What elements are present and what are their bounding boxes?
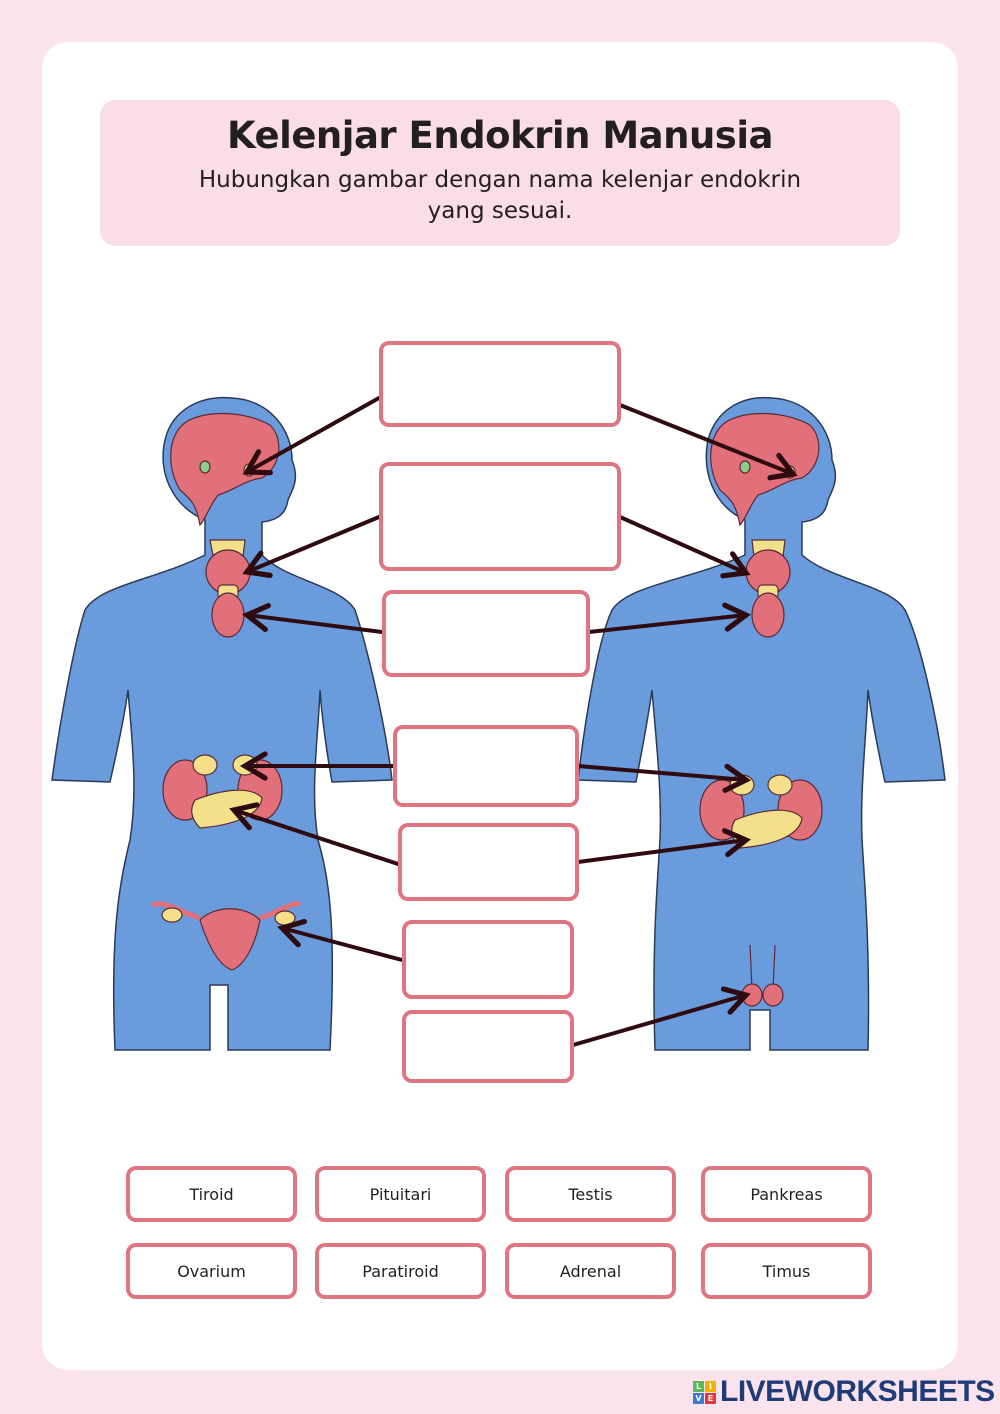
brain xyxy=(170,412,280,527)
arrow xyxy=(571,986,751,1047)
answer-box-5[interactable] xyxy=(398,823,579,901)
arrow xyxy=(241,602,384,634)
answer-box-7[interactable] xyxy=(402,1010,574,1083)
word-chip-testis[interactable]: Testis xyxy=(505,1166,676,1222)
uterus xyxy=(199,908,261,971)
word-chip-paratiroid[interactable]: Paratiroid xyxy=(315,1243,486,1299)
arrow xyxy=(242,396,381,476)
arrow xyxy=(618,515,751,579)
word-chip-tiroid[interactable]: Tiroid xyxy=(126,1166,297,1222)
instruction-text: Hubungkan gambar dengan nama kelenjar en… xyxy=(198,167,802,224)
arrows xyxy=(229,396,798,1047)
logo-icon: L I V E xyxy=(693,1380,716,1404)
word-chip-pituitari[interactable]: Pituitari xyxy=(315,1166,486,1222)
arrow xyxy=(618,403,798,481)
logo-letter: E xyxy=(705,1392,716,1404)
male-organs xyxy=(699,412,823,1007)
word-chip-timus[interactable]: Timus xyxy=(701,1243,872,1299)
logo-letter: I xyxy=(705,1380,716,1392)
arrow xyxy=(242,515,381,578)
logo-text: LIVEWORKSHEETS xyxy=(720,1375,995,1408)
answer-box-3[interactable] xyxy=(382,590,590,677)
arrow xyxy=(576,763,752,793)
thymus xyxy=(211,592,245,638)
page-title: Kelenjar Endokrin Manusia xyxy=(227,114,773,157)
male-body xyxy=(577,396,946,1051)
word-chip-adrenal[interactable]: Adrenal xyxy=(505,1243,676,1299)
answer-box-4[interactable] xyxy=(393,725,579,807)
word-chip-ovarium[interactable]: Ovarium xyxy=(126,1243,297,1299)
word-chip-pankreas[interactable]: Pankreas xyxy=(701,1166,872,1222)
liveworksheets-logo: L I V E LIVEWORKSHEETS xyxy=(693,1375,995,1409)
arrow xyxy=(587,602,752,634)
logo-letter: L xyxy=(693,1380,704,1392)
arrow xyxy=(277,918,404,962)
answer-box-1[interactable] xyxy=(379,341,621,427)
answer-box-2[interactable] xyxy=(379,462,621,571)
answer-box-6[interactable] xyxy=(402,920,574,999)
arrow xyxy=(229,802,400,866)
logo-letter: V xyxy=(693,1392,704,1404)
female-organs xyxy=(151,412,302,971)
header-panel: Kelenjar Endokrin Manusia Hubungkan gamb… xyxy=(100,100,900,246)
arrow xyxy=(576,828,752,864)
